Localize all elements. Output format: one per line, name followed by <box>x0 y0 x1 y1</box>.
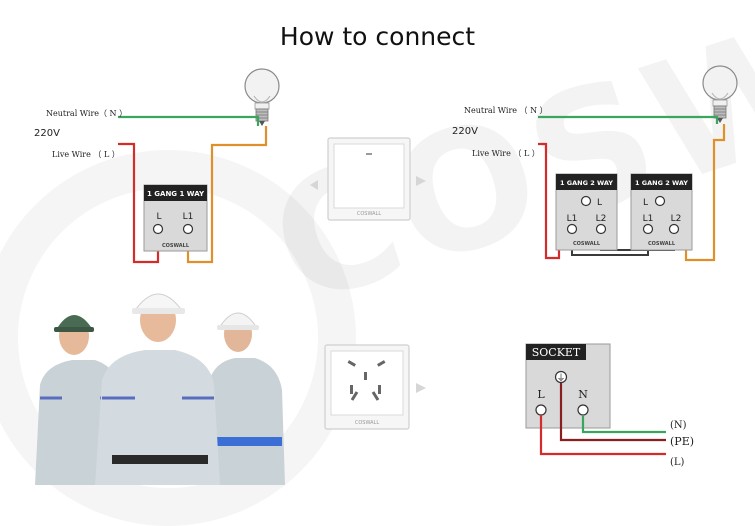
socket-out-l: (L) <box>670 457 685 468</box>
right-bulb-icon <box>702 65 738 123</box>
socket-ground-symbol: ⏚ <box>556 373 565 384</box>
socket-wire-l <box>539 415 666 456</box>
right-a-l1-label: L1 <box>567 214 578 224</box>
page-title: How to connect <box>279 22 476 51</box>
right-b-terminal-l2 <box>668 223 680 235</box>
socket-header <box>526 344 586 360</box>
socket-l-label: L <box>537 388 545 401</box>
socket-panel-brand: COSWALL <box>355 420 379 426</box>
socket-out-n: (N) <box>670 420 687 431</box>
socket-diagram <box>525 343 666 456</box>
left-diagram <box>118 68 280 264</box>
left-terminal-l <box>152 223 164 235</box>
socket-out-pe: (PE) <box>670 435 694 448</box>
left-live-wire <box>118 142 160 264</box>
left-terminal-l1-label: L1 <box>183 212 194 222</box>
right-a-title: 1 GANG 2 WAY <box>560 179 613 187</box>
left-switch-header <box>144 185 207 201</box>
right-b-terminal-l1 <box>642 223 654 235</box>
right-switch-header-a <box>556 174 617 190</box>
left-terminal-l-label: L <box>156 212 161 222</box>
right-a-terminal-l1 <box>566 223 578 235</box>
right-b-l1-label: L1 <box>643 214 654 224</box>
right-a-brand: COSWALL <box>573 241 601 247</box>
switch-panel-product <box>310 137 426 221</box>
left-bulb-icon <box>244 68 280 126</box>
right-diagram <box>538 65 738 262</box>
left-switch-title: 1 GANG 1 WAY <box>147 190 205 198</box>
left-switch-brand: COSWALL <box>162 243 190 249</box>
right-a-l2-label: L2 <box>596 214 607 224</box>
left-neutral-label: Neutral Wire（ N ） <box>46 109 127 118</box>
left-live-label: Live Wire （ L ） <box>52 150 120 159</box>
socket-wire-n <box>581 415 666 434</box>
right-a-terminal-l <box>580 195 592 207</box>
socket-n-label: N <box>578 388 588 401</box>
worker-center <box>95 293 220 485</box>
right-b-l2-label: L2 <box>671 214 682 224</box>
switch-panel-brand: COSWALL <box>357 211 381 217</box>
right-live-label: Live Wire （ L ） <box>472 149 540 158</box>
right-b-title: 1 GANG 2 WAY <box>635 179 688 187</box>
left-switched-wire <box>186 126 268 264</box>
socket-panel-product <box>324 344 426 430</box>
right-b-terminal-l <box>654 195 666 207</box>
workers-illustration <box>35 293 285 485</box>
wiring-diagrams: Neutral Wire（ N ） 220V Live Wire （ L ） 1… <box>34 65 738 485</box>
socket-terminal-n <box>577 404 589 416</box>
socket-title: SOCKET <box>532 346 581 359</box>
right-neutral-label: Neutral Wire （ N ） <box>464 106 548 115</box>
right-switch-header-b <box>631 174 692 190</box>
right-a-terminal-l2 <box>595 223 607 235</box>
worker-right <box>205 312 285 485</box>
socket-wire-pe <box>559 383 666 442</box>
right-neutral-wire <box>538 115 719 124</box>
left-voltage-label: 220V <box>34 128 60 139</box>
right-b-l-label: L <box>643 198 648 208</box>
right-a-l-label: L <box>597 198 602 208</box>
left-neutral-wire <box>118 115 260 126</box>
right-voltage-label: 220V <box>452 126 478 137</box>
socket-terminal-l <box>535 404 547 416</box>
right-b-brand: COSWALL <box>648 241 676 247</box>
left-terminal-l1 <box>182 223 194 235</box>
socket-ground-ring <box>554 370 568 384</box>
